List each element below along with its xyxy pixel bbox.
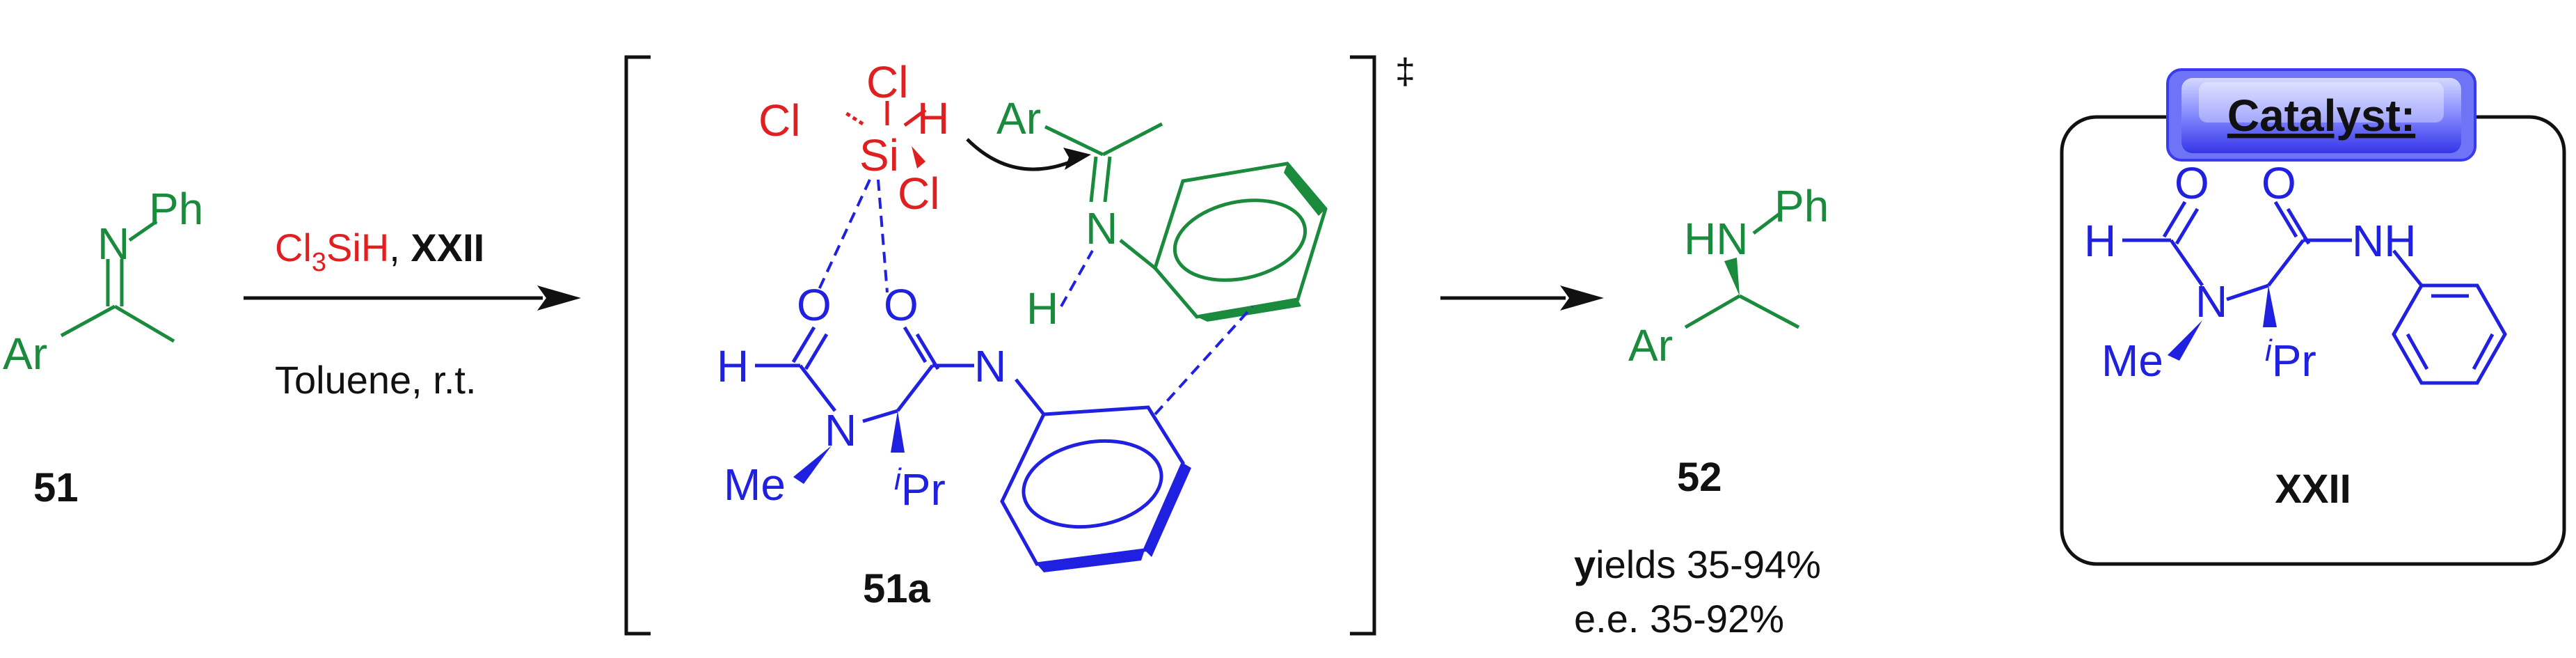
catalyst-n: N — [2195, 276, 2227, 327]
catalyst-badge-text: Catalyst: — [2227, 91, 2415, 141]
product-ee: e.e. 35-92% — [1574, 597, 1784, 641]
catalyst-o2: O — [2261, 158, 2296, 208]
nh-n-hbond — [1060, 250, 1094, 307]
catalyst-structure — [2122, 201, 2507, 385]
ts-blue-phenyl — [1000, 405, 1191, 572]
reactant-label: 51 — [33, 465, 79, 510]
catalyst-ipr: iPr — [2265, 334, 2316, 386]
ts-cl-left: Cl — [758, 95, 800, 146]
si-o-left-interaction — [816, 179, 871, 293]
catalyst-o1: O — [2175, 158, 2209, 208]
ts-o-left: O — [797, 280, 832, 330]
reactant-atom-ar: Ar — [3, 329, 47, 379]
ts-cl-top: Cl — [866, 57, 908, 107]
ts-me: Me — [724, 460, 786, 510]
ts-green-phenyl — [1153, 162, 1328, 322]
product-ar: Ar — [1628, 320, 1673, 370]
right-bracket — [1350, 55, 1376, 636]
ts-n-me: N — [825, 405, 857, 455]
pi-stack-interaction — [1154, 305, 1254, 416]
ts-h-formyl: H — [717, 341, 749, 391]
conditions-reagent: Cl3SiH, XXII — [275, 226, 484, 277]
reaction-arrow-2 — [1440, 285, 1604, 311]
bond-n-ph — [128, 219, 158, 242]
ts-h-amide: H — [1026, 283, 1058, 334]
reactant-atom-n: N — [97, 219, 129, 269]
catalyst-badge — [2166, 68, 2476, 162]
product-yields: yields 35-94% — [1574, 542, 1821, 586]
bond-ar-c — [60, 304, 116, 338]
bond-c-me — [113, 304, 175, 343]
catalyst-me: Me — [2101, 336, 2163, 386]
left-bracket — [624, 55, 651, 636]
ts-ar: Ar — [996, 93, 1041, 143]
ts-h-si: H — [917, 93, 949, 143]
ts-interactions — [816, 179, 1254, 416]
ts-brackets — [624, 55, 1376, 636]
ts-catalyst — [755, 326, 1045, 484]
ts-n-amide: N — [974, 341, 1006, 391]
ts-n-imine: N — [1086, 203, 1118, 253]
product-ph: Ph — [1774, 181, 1829, 231]
ts-si: Si — [859, 130, 899, 180]
ts-imine — [1044, 122, 1163, 269]
catalyst-nh: NH — [2352, 216, 2416, 266]
product-52 — [1684, 211, 1800, 329]
ts-cl-right: Cl — [898, 169, 939, 219]
ts-ipr: iPr — [894, 462, 946, 515]
product-label: 52 — [1677, 455, 1722, 500]
ts-o-right: O — [884, 280, 919, 330]
hydride-transfer-arrow — [966, 138, 1091, 171]
conditions-solvent: Toluene, r.t. — [275, 358, 477, 402]
product-hn: HN — [1684, 214, 1748, 264]
ts-label: 51a — [863, 566, 931, 611]
reactant-51 — [60, 219, 175, 343]
catalyst-label: XXII — [2275, 467, 2351, 512]
reaction-arrow-1 — [244, 285, 581, 311]
si-o-right-interaction — [877, 179, 889, 293]
ts-silane — [844, 101, 927, 169]
reactant-atom-ph: Ph — [149, 184, 203, 234]
ts-dagger: ‡ — [1395, 52, 1415, 92]
catalyst-h: H — [2084, 216, 2116, 266]
